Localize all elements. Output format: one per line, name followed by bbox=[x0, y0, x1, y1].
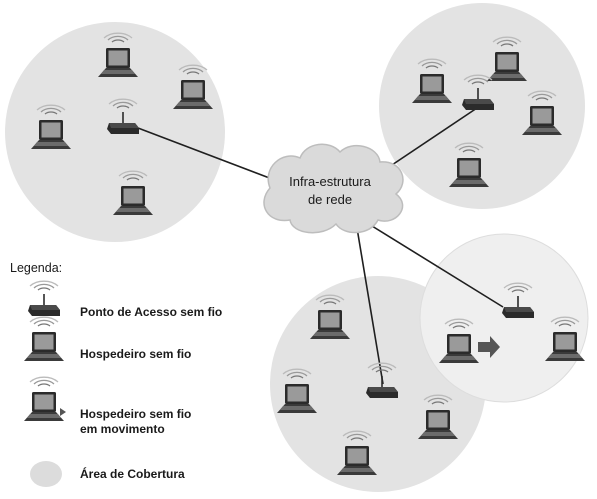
legend-title: Legenda: bbox=[10, 261, 62, 275]
moving-laptop-icon bbox=[24, 377, 66, 421]
network-links bbox=[137, 107, 504, 385]
network-infrastructure-cloud: Infra-estrutura de rede bbox=[263, 143, 404, 234]
moving-laptop-icon bbox=[439, 319, 500, 363]
cloud-icon bbox=[263, 143, 404, 234]
link-top-right-ap bbox=[379, 107, 478, 174]
access-point-icon bbox=[28, 281, 60, 316]
legend-label-access-point: Ponto de Acesso sem fio bbox=[80, 305, 222, 319]
legend: Legenda: Ponto de Acesso sem fio Hospede… bbox=[10, 261, 222, 487]
legend-label-coverage-area: Área de Cobertura bbox=[80, 466, 185, 481]
network-label-line1: Infra-estrutura bbox=[289, 174, 371, 189]
link-right-ap bbox=[371, 225, 504, 308]
link-left-ap bbox=[137, 127, 281, 183]
coverage-area-right bbox=[419, 233, 589, 403]
link-bottom-ap bbox=[356, 227, 384, 385]
legend-label-wireless-host: Hospedeiro sem fio bbox=[80, 347, 191, 361]
network-label-line2: de rede bbox=[308, 192, 352, 207]
coverage-area-icon bbox=[30, 461, 62, 487]
laptop-icon bbox=[24, 317, 64, 361]
legend-label-moving-host-line1: Hospedeiro sem fio bbox=[80, 407, 191, 421]
legend-label-moving-host-line2: em movimento bbox=[80, 422, 165, 436]
right-cell-devices bbox=[439, 283, 585, 363]
